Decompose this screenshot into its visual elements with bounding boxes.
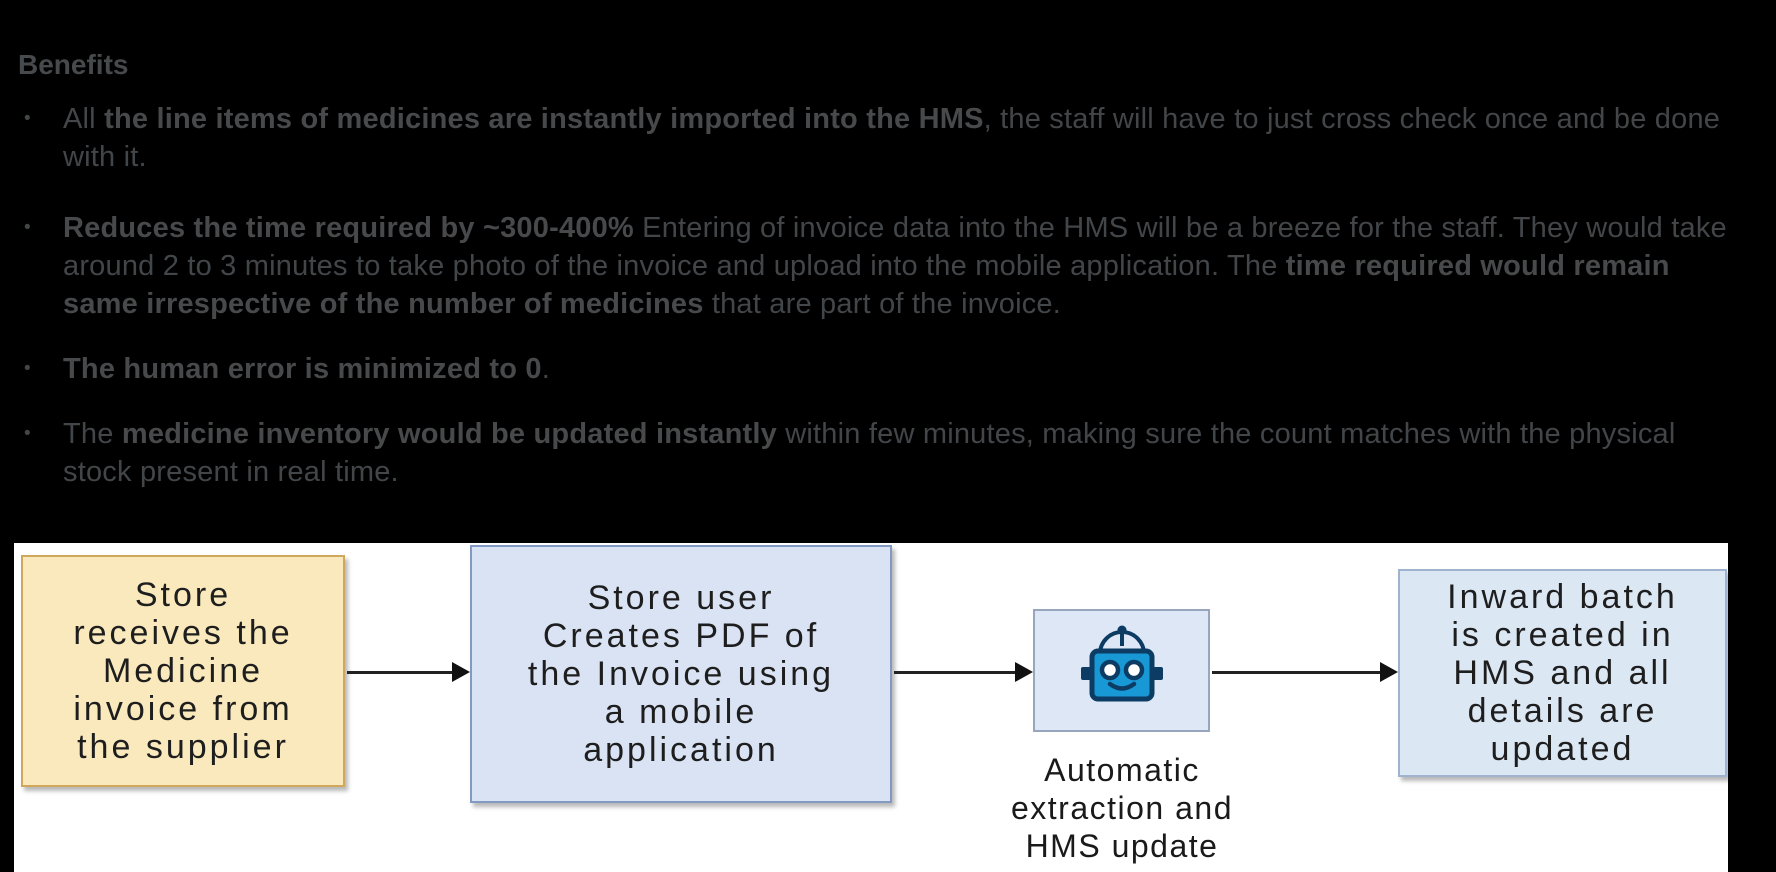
robot-icon <box>1080 625 1163 701</box>
bullet-text: The medicine inventory would be updated … <box>63 418 1676 488</box>
arrow-right-icon <box>1380 662 1398 682</box>
bullet-item: • Reduces the time required by ~300-400%… <box>18 209 1758 323</box>
bullet-item: • All the line items of medicines are in… <box>18 100 1758 176</box>
bullet-text: All the line items of medicines are inst… <box>63 103 1721 173</box>
arrow-right-icon <box>452 662 470 682</box>
arrow-right-icon <box>1015 662 1033 682</box>
flow-arrow <box>1212 671 1380 674</box>
flow-step-automatic-extraction <box>1033 609 1210 732</box>
flow-arrow <box>347 671 452 674</box>
bullet-item: • The medicine inventory would be update… <box>18 415 1758 491</box>
bullet-text: Reduces the time required by ~300-400% E… <box>63 212 1727 320</box>
bullet-marker: • <box>24 217 31 238</box>
bullet-marker: • <box>24 108 31 129</box>
section-heading: Benefits <box>18 49 129 80</box>
bullet-text: The human error is minimized to 0. <box>63 353 551 385</box>
bullet-marker: • <box>24 358 31 379</box>
bullet-marker: • <box>24 423 31 444</box>
benefits-section: Benefits • All the line items of medicin… <box>18 46 1758 491</box>
bullet-item: • The human error is minimized to 0. <box>18 350 1758 388</box>
flow-arrow <box>894 671 1015 674</box>
